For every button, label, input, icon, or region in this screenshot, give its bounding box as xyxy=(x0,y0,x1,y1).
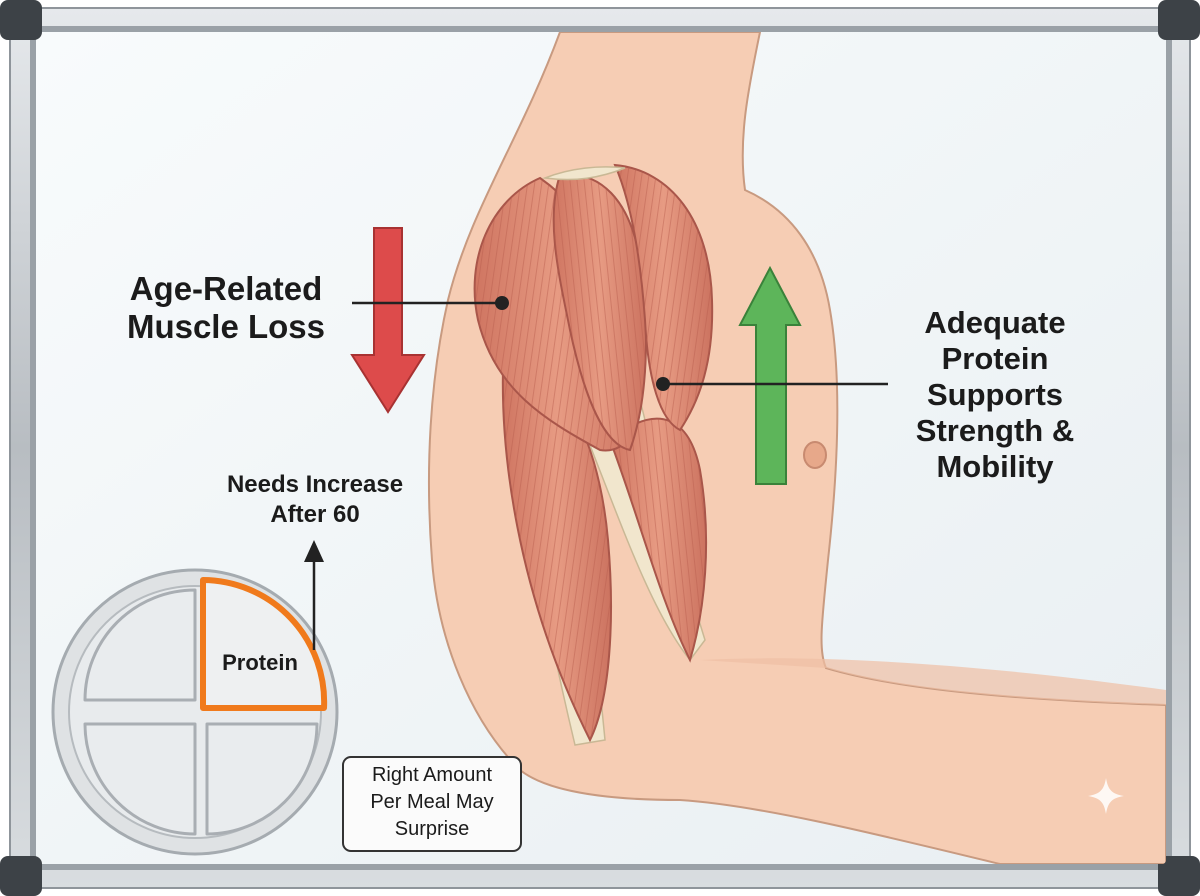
corner-cap xyxy=(0,856,42,896)
corner-cap xyxy=(1158,0,1200,40)
arrow-up-icon xyxy=(738,265,802,485)
corner-cap xyxy=(0,0,42,40)
protein-support-line: Protein xyxy=(941,341,1049,376)
arrow-up-small-icon xyxy=(304,540,324,562)
leader-dot-support xyxy=(656,377,670,391)
arm-muscles xyxy=(473,163,714,746)
protein-support-line: Supports xyxy=(926,377,1064,412)
muscle-loss-line: Age-Related xyxy=(129,270,323,307)
meal-tip-line: Right Amount xyxy=(371,764,493,786)
needs-increase-label: Needs Increase After 60 xyxy=(185,470,445,530)
leader-dot-loss xyxy=(495,296,509,310)
plate-protein-label: Protein xyxy=(222,650,298,675)
sparkle-icon xyxy=(1088,778,1124,814)
meal-tip-line: Surprise xyxy=(394,818,470,840)
muscle-loss-label: Age-Related Muscle Loss xyxy=(96,270,356,346)
chest-detail xyxy=(803,441,827,469)
needs-increase-line: After 60 xyxy=(270,501,360,528)
corner-cap xyxy=(1158,856,1200,896)
meal-tip-line: Per Meal May xyxy=(370,791,494,813)
needs-increase-line: Needs Increase xyxy=(226,471,404,498)
protein-support-line: Strength & xyxy=(915,413,1075,448)
protein-support-line: Mobility xyxy=(936,449,1054,484)
muscle-loss-line: Muscle Loss xyxy=(126,308,326,345)
plate-protein-section xyxy=(200,577,328,711)
protein-support-line: Adequate xyxy=(924,305,1066,340)
meal-tip-box xyxy=(342,756,522,852)
plate-icon xyxy=(51,568,339,856)
protein-support-label: Adequate Protein Supports Strength & Mob… xyxy=(890,305,1100,485)
arrow-down-icon xyxy=(350,227,426,414)
meal-tip-label: Right Amount Per Meal May Surprise xyxy=(342,762,522,843)
